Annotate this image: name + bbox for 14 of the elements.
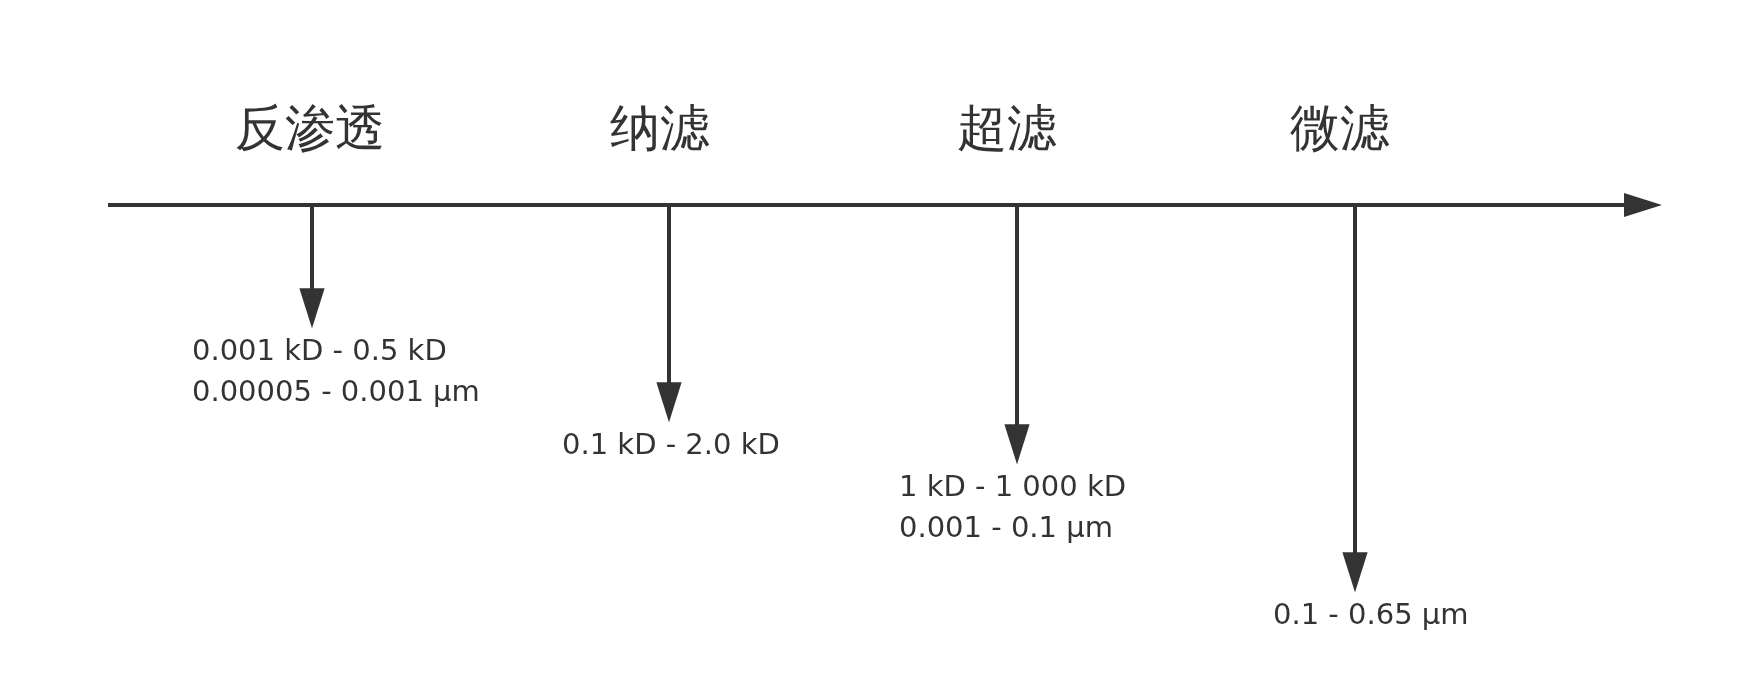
arrow — [1342, 207, 1368, 593]
column-heading: 纳滤 — [610, 99, 710, 157]
column-heading: 反渗透 — [235, 99, 385, 157]
arrow — [1004, 207, 1030, 465]
arrow — [656, 207, 682, 423]
range-label: 0.1 kD - 2.0 kD — [562, 426, 780, 463]
range-label: 0.00005 - 0.001 µm — [192, 373, 480, 410]
column-heading: 超滤 — [957, 99, 1057, 157]
arrow — [299, 207, 325, 329]
range-label: 0.001 kD - 0.5 kD — [192, 332, 447, 369]
range-label: 1 kD - 1 000 kD — [899, 468, 1127, 505]
range-label: 0.1 - 0.65 µm — [1273, 596, 1469, 633]
column-heading: 微滤 — [1290, 99, 1390, 157]
range-label: 0.001 - 0.1 µm — [899, 509, 1113, 546]
